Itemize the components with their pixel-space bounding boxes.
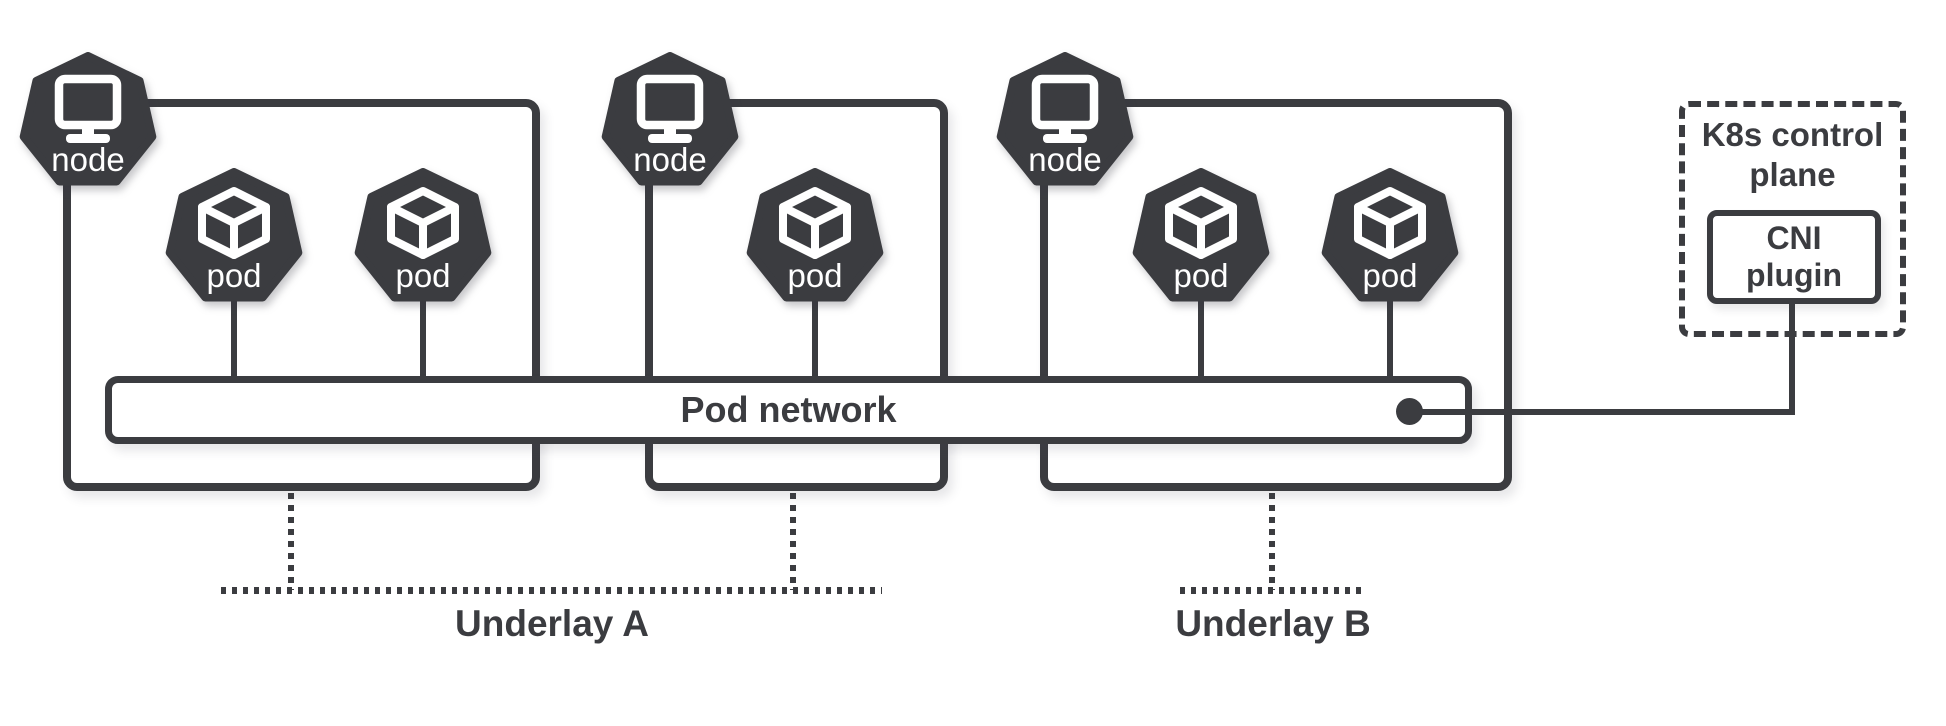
node-label: node [1028,141,1101,178]
pod-label: pod [1362,257,1417,294]
underlay-b-label: Underlay B [1175,603,1371,644]
pod-link-line [420,292,426,378]
cni-plugin-box: CNI plugin [1707,210,1881,304]
cube-icon [387,187,459,259]
k8s-control-plane-title: K8s control plane [1701,116,1884,193]
pod-heptagon-4: pod [1132,168,1270,302]
pod-label: pod [1173,257,1228,294]
underlay-b-bus-line [1180,587,1366,594]
underlay-drop-line [790,493,796,590]
pod-network-label: Pod network [680,389,897,430]
underlay-drop-line [1269,493,1275,590]
node-heptagon-3: node [996,52,1134,186]
cni-connector-horizontal-line [1409,409,1795,415]
pod-network-bar: Pod network [105,376,1472,444]
pod-link-line [1387,292,1393,378]
cube-icon [198,187,270,259]
pod-heptagon-1: pod [165,168,303,302]
cube-icon [1165,187,1237,259]
node-label: node [51,141,124,178]
pod-network-connection-dot [1396,398,1423,425]
cni-connector-vertical-line [1789,303,1795,412]
pod-link-line [1198,292,1204,378]
pod-link-line [812,292,818,378]
pod-label: pod [787,257,842,294]
pod-heptagon-3: pod [746,168,884,302]
pod-heptagon-2: pod [354,168,492,302]
cube-icon [1354,187,1426,259]
node-heptagon-1: node [19,52,157,186]
monitor-icon [1031,74,1099,143]
underlay-drop-line [288,493,294,590]
underlay-a-label: Underlay A [455,603,649,644]
monitor-icon [636,74,704,143]
pod-label: pod [206,257,261,294]
pod-heptagon-5: pod [1321,168,1459,302]
node-label: node [633,141,706,178]
cube-icon [779,187,851,259]
node-heptagon-2: node [601,52,739,186]
underlay-a-bus-line [221,587,882,594]
cni-plugin-label: CNI plugin [1746,220,1842,293]
pod-label: pod [395,257,450,294]
monitor-icon [54,74,122,143]
pod-link-line [231,292,237,378]
